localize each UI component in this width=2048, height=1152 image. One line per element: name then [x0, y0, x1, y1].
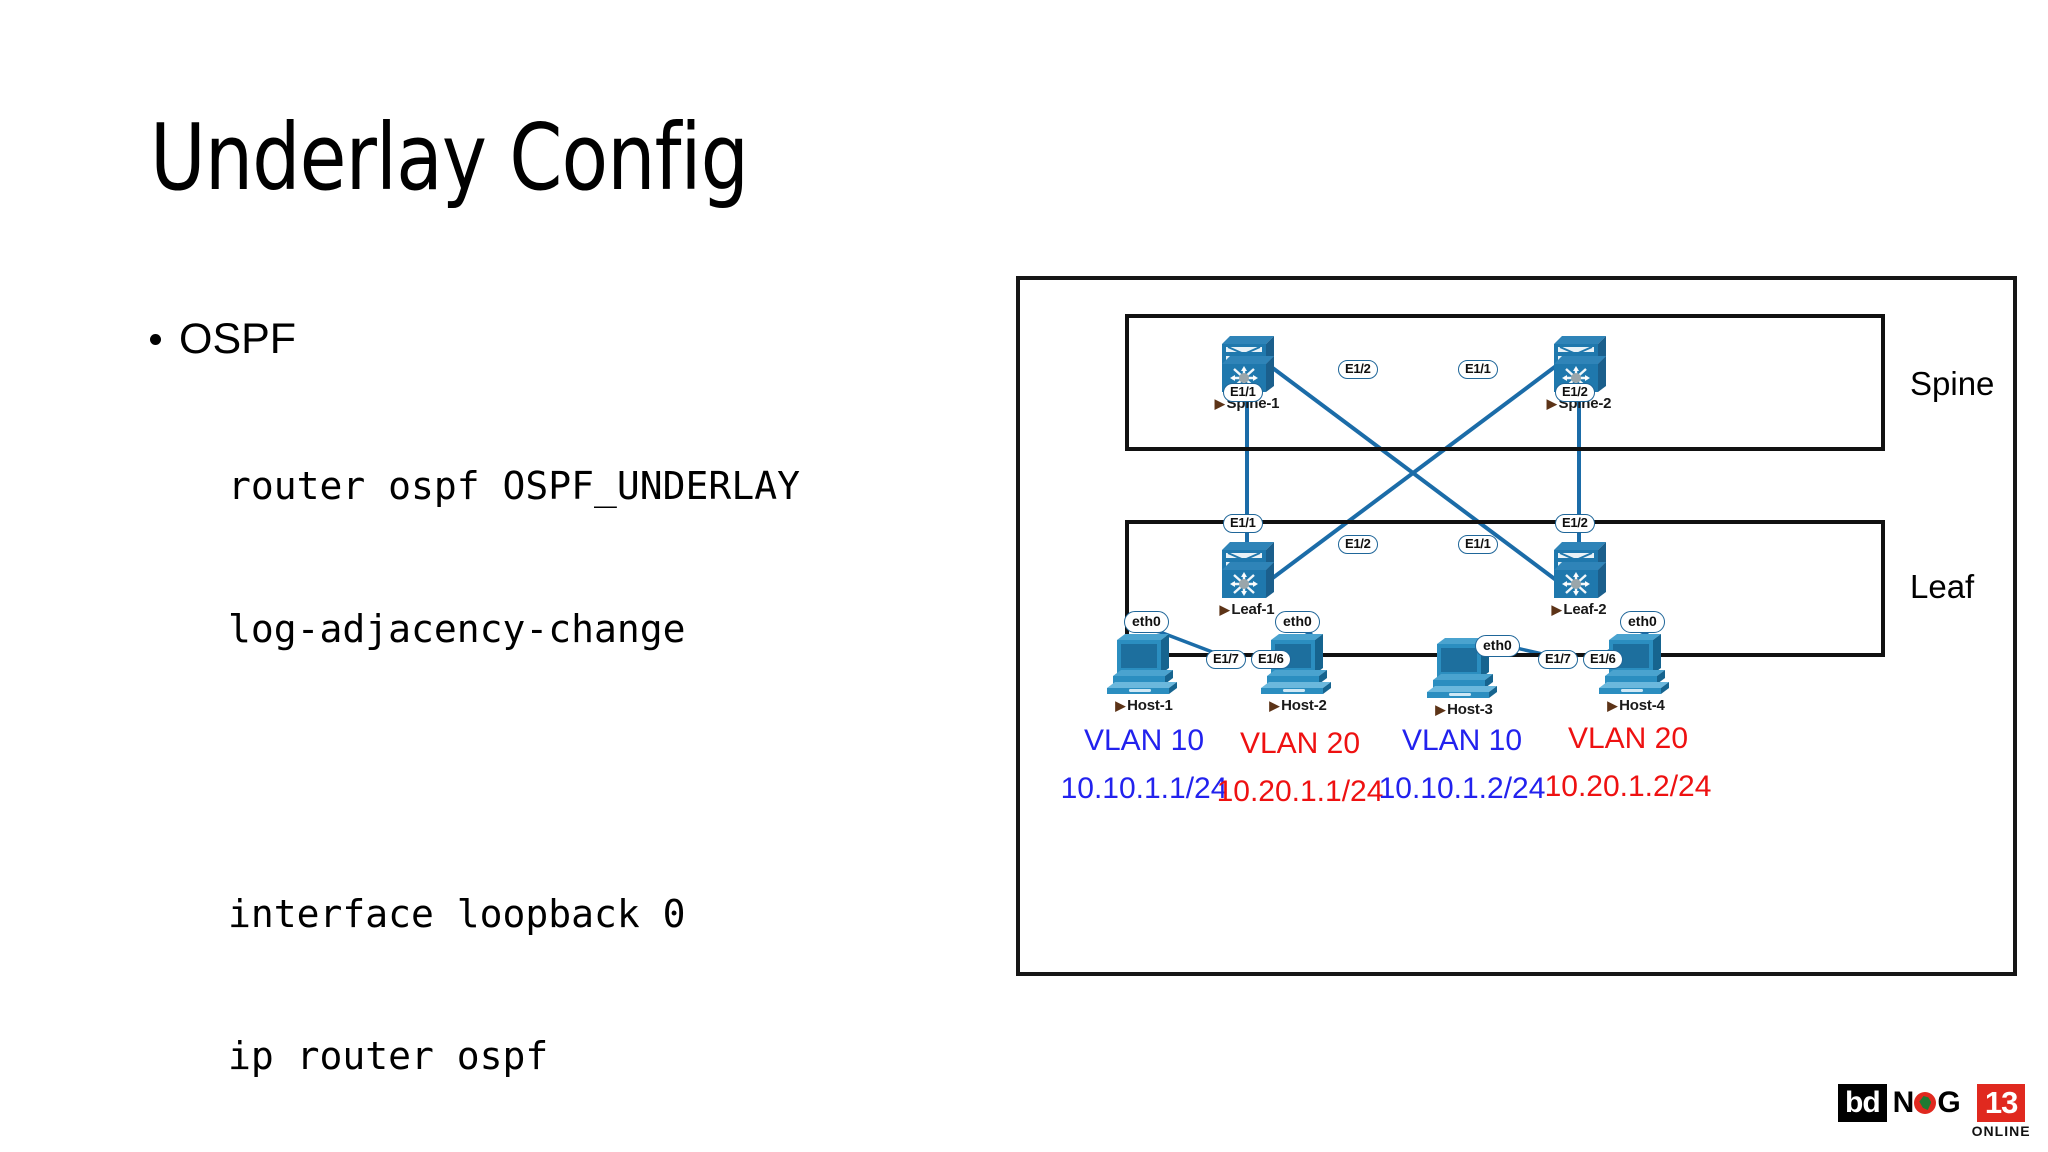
logo-bangladesh-globe-icon — [1914, 1092, 1937, 1114]
device-label: ▶Host-3 — [1435, 701, 1493, 718]
switch-icon — [1554, 542, 1606, 598]
triangle-icon: ▶ — [1269, 698, 1280, 713]
device-label: ▶Leaf-1 — [1219, 601, 1275, 618]
port-badge-spine2-e1-1: E1/1 — [1458, 360, 1498, 380]
code-line: log-adjacency-change — [228, 606, 686, 651]
bullet-item-ospf: OSPF — [150, 318, 296, 361]
device-label: ▶Host-2 — [1269, 697, 1327, 714]
port-badge-spine1-e1-1: E1/1 — [1223, 383, 1263, 403]
device-node-host-1[interactable]: ▶Host-1 — [1098, 632, 1190, 714]
vlan-name: VLAN 20 — [1567, 722, 1689, 755]
device-node-host-3[interactable]: ▶Host-3 — [1418, 636, 1510, 718]
switch-icon — [1554, 336, 1606, 392]
desktop-pc-icon — [1261, 634, 1331, 694]
vlan-column-host-4: VLAN 20 10.20.1.2/24 — [1528, 722, 1728, 804]
page-title: Underlay Config — [150, 104, 749, 211]
triangle-icon: ▶ — [1546, 396, 1557, 411]
nic-badge-host-4: eth0 — [1620, 611, 1665, 634]
network-topology-diagram: Spine Leaf — [1016, 276, 2017, 976]
vlan-name: VLAN 10 — [1401, 724, 1523, 757]
port-badge-leaf2-e1-2: E1/2 — [1555, 514, 1595, 534]
device-label: ▶Leaf-2 — [1551, 601, 1607, 618]
vlan-ip: 10.20.1.1/24 — [1216, 775, 1384, 808]
port-badge-leaf1-e1-7: E1/7 — [1206, 650, 1246, 670]
triangle-icon: ▶ — [1219, 602, 1230, 617]
device-node-leaf-1[interactable]: ▶Leaf-1 — [1210, 536, 1284, 618]
logo-g-text: G — [1937, 1086, 1960, 1119]
port-badge-leaf1-e1-1: E1/1 — [1223, 514, 1263, 534]
vlan-column-host-3: VLAN 10 10.10.1.2/24 — [1362, 724, 1562, 806]
bullet-label: OSPF — [179, 315, 297, 363]
desktop-pc-icon — [1107, 634, 1177, 694]
vlan-name: VLAN 10 — [1083, 724, 1205, 757]
code-line: interface loopback 0 — [228, 891, 686, 936]
spine-tier-label: Spine — [1910, 365, 1995, 402]
device-label: ▶Host-4 — [1607, 697, 1665, 714]
vlan-ip: 10.20.1.2/24 — [1544, 770, 1712, 803]
vlan-ip: 10.10.1.1/24 — [1060, 772, 1228, 805]
logo-n-text: N — [1892, 1086, 1915, 1119]
triangle-icon: ▶ — [1435, 702, 1446, 717]
port-badge-spine1-e1-2: E1/2 — [1338, 360, 1378, 380]
nic-badge-host-2: eth0 — [1275, 611, 1320, 634]
triangle-icon: ▶ — [1115, 698, 1126, 713]
port-badge-leaf2-e1-6: E1/6 — [1583, 650, 1623, 670]
desktop-pc-icon — [1427, 638, 1497, 698]
vlan-column-host-1: VLAN 10 10.10.1.1/24 — [1044, 724, 1244, 806]
config-code-block: router ospf OSPF_UNDERLAY log-adjacency-… — [228, 368, 988, 1152]
bullet-dot-icon — [150, 334, 161, 345]
nic-badge-host-3: eth0 — [1475, 635, 1520, 658]
switch-icon — [1222, 542, 1274, 598]
code-line: ip router ospf — [228, 1034, 549, 1078]
device-node-host-2[interactable]: ▶Host-2 — [1252, 632, 1344, 714]
code-line: router ospf OSPF_UNDERLAY — [228, 464, 800, 508]
leaf-tier-label: Leaf — [1910, 568, 1975, 605]
code-line-blank — [228, 748, 988, 796]
nic-badge-host-1: eth0 — [1124, 611, 1169, 634]
device-node-spine-2[interactable]: ▶Spine-2 — [1542, 330, 1616, 412]
triangle-icon: ▶ — [1551, 602, 1562, 617]
device-label: ▶Host-1 — [1115, 697, 1173, 714]
device-node-leaf-2[interactable]: ▶Leaf-2 — [1542, 536, 1616, 618]
triangle-icon: ▶ — [1214, 396, 1225, 411]
port-badge-spine2-e1-2: E1/2 — [1555, 383, 1595, 403]
port-badge-leaf1-e1-2: E1/2 — [1338, 535, 1378, 555]
logo-number-text: 13 — [1976, 1084, 2026, 1122]
port-badge-leaf2-e1-7: E1/7 — [1538, 650, 1578, 670]
logo-bd-text: bd — [1838, 1084, 1887, 1122]
spine-tier-box — [1125, 314, 1885, 451]
vlan-column-host-2: VLAN 20 10.20.1.1/24 — [1200, 727, 1400, 809]
logo-online-text: ONLINE — [1971, 1123, 2031, 1139]
vlan-ip: 10.10.1.2/24 — [1378, 772, 1546, 805]
port-badge-leaf1-e1-6: E1/6 — [1251, 650, 1291, 670]
vlan-name: VLAN 20 — [1239, 727, 1361, 760]
port-badge-leaf2-e1-1: E1/1 — [1458, 535, 1498, 555]
device-node-host-4[interactable]: ▶Host-4 — [1590, 632, 1682, 714]
triangle-icon: ▶ — [1607, 698, 1618, 713]
logo-edition: 13 ONLINE — [1972, 1084, 2031, 1139]
